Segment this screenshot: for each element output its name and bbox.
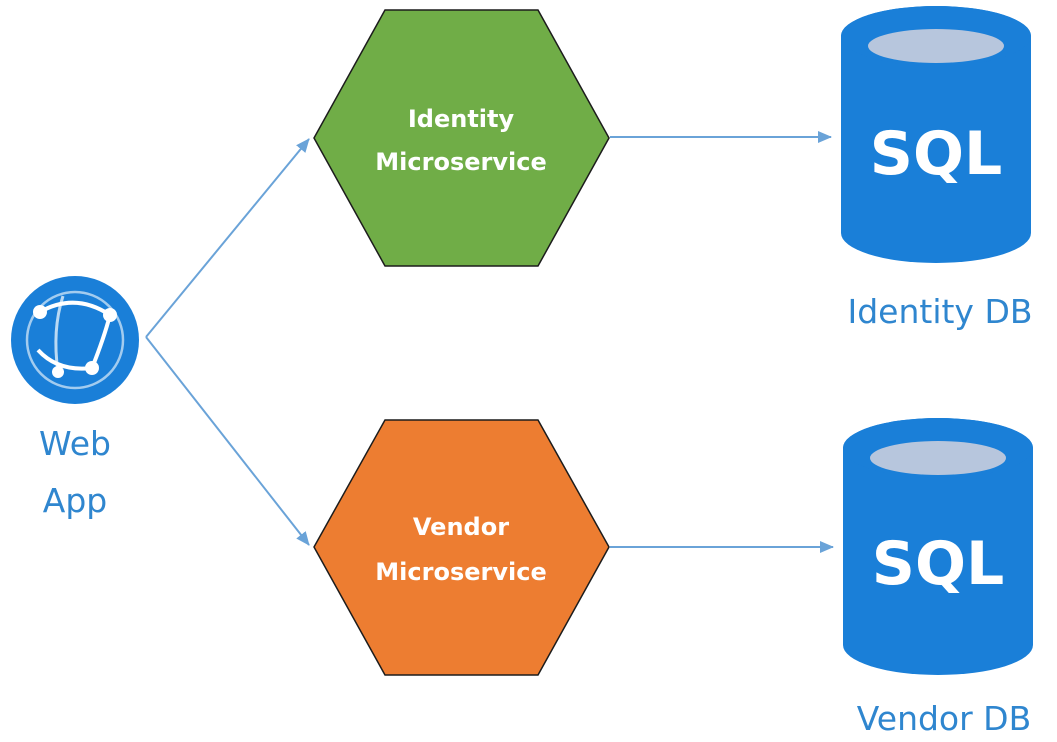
connector-webapp-to-identity-service — [145, 138, 310, 338]
web-app-label-line2: App — [43, 481, 107, 520]
vendor-microservice-node: Vendor Microservice — [313, 419, 610, 676]
web-app-globe-icon — [11, 276, 139, 404]
connector-webapp-to-vendor-service — [145, 336, 310, 546]
identity-db-icon-text: SQL — [870, 119, 1002, 189]
sql-database-icon: SQL — [843, 418, 1033, 675]
web-app-label-line1: Web — [39, 424, 111, 463]
identity-microservice-label-line1: Identity — [408, 105, 515, 133]
identity-microservice-label-line2: Microservice — [375, 148, 546, 176]
identity-db-node: SQL Identity DB — [841, 6, 1033, 331]
sql-database-icon: SQL — [841, 6, 1031, 263]
web-app-node: Web App — [11, 276, 139, 520]
identity-microservice-hexagon — [313, 9, 610, 267]
vendor-microservice-label-line1: Vendor — [413, 513, 509, 541]
connectors — [145, 131, 834, 553]
vendor-db-icon-text: SQL — [872, 529, 1004, 599]
vendor-microservice-label-line2: Microservice — [375, 558, 546, 586]
vendor-db-label: Vendor DB — [857, 699, 1031, 738]
identity-db-label: Identity DB — [847, 292, 1032, 331]
vendor-db-node: SQL Vendor DB — [843, 418, 1033, 738]
vendor-microservice-hexagon — [313, 419, 610, 676]
identity-microservice-node: Identity Microservice — [313, 9, 610, 267]
